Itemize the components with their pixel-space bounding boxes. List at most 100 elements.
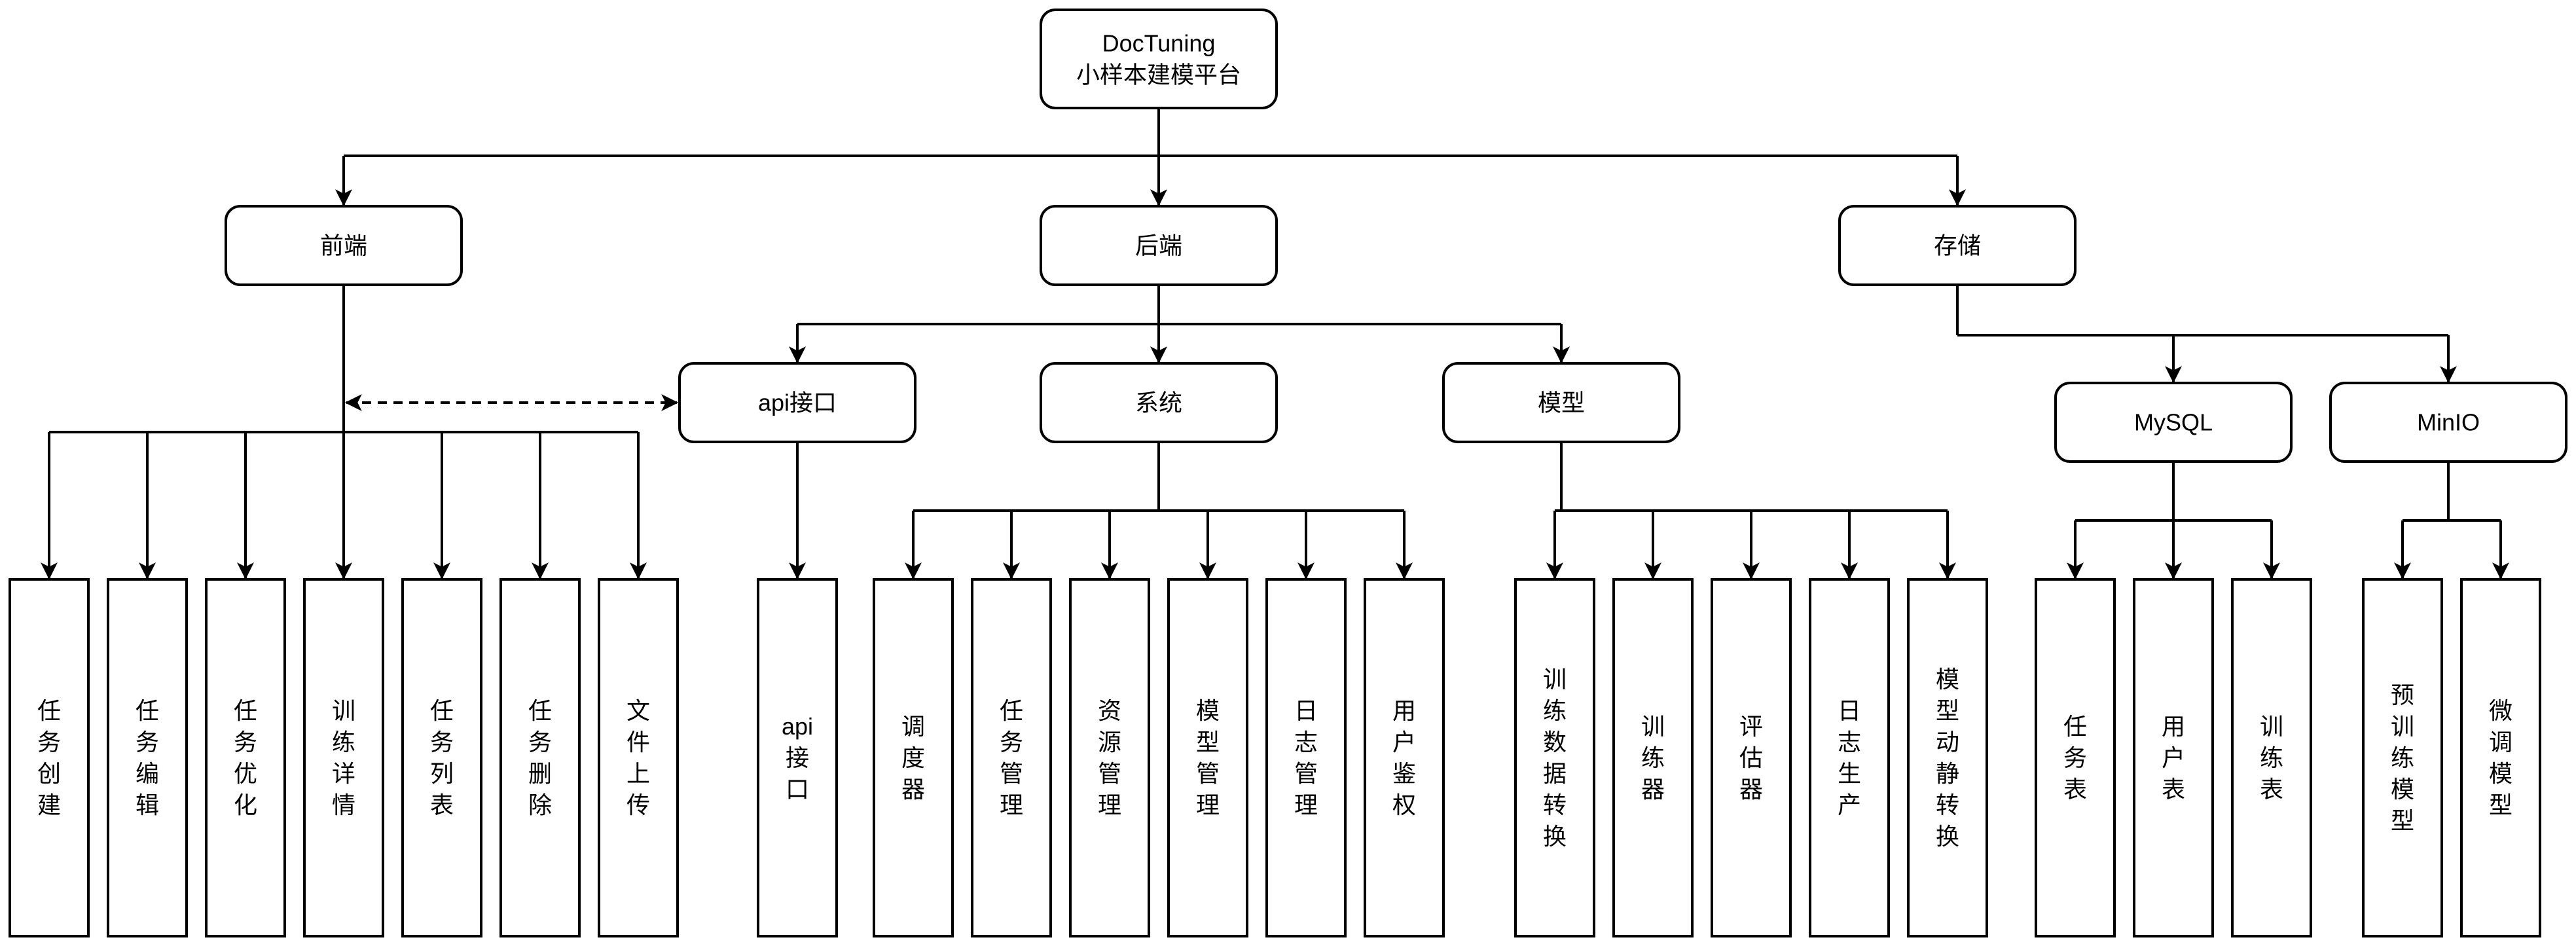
node-box-api-leaf (757, 578, 838, 937)
node-label-sys-auth-3: 权 (1392, 791, 1416, 818)
node-label-m-data-convert-5: 换 (1543, 823, 1567, 850)
node-box-sys-model-mgmt (1167, 578, 1248, 937)
node-label-sys-auth-1: 户 (1392, 729, 1416, 755)
node-label-fe-train-detail-1: 练 (332, 729, 355, 755)
node-label-fe-task-opt-3: 化 (234, 791, 257, 818)
node-m-evaluator: 评估器 (1711, 578, 1792, 937)
node-label-fe-task-list-1: 务 (430, 729, 454, 755)
node-box-m-log-produce (1809, 578, 1890, 937)
node-label-m-data-convert-2: 数 (1543, 729, 1567, 755)
node-label-sys-task-mgmt-2: 管 (1000, 760, 1023, 787)
node-db-user-table: 用户表 (2133, 578, 2214, 937)
node-label-api-leaf-1: 接 (786, 744, 809, 771)
node-label-fe-task-delete-0: 任 (528, 697, 552, 724)
node-storage: 存储 (1838, 205, 2077, 286)
node-box-mysql (2054, 382, 2293, 463)
node-label-frontend-0: 前端 (320, 232, 367, 259)
node-label-sys-scheduler-1: 度 (901, 744, 925, 771)
node-label-fe-task-edit-3: 辑 (136, 791, 159, 818)
node-label-root-1: 小样本建模平台 (1076, 62, 1241, 88)
node-system: 系统 (1040, 362, 1278, 443)
node-label-system-0: 系统 (1135, 390, 1182, 416)
node-label-api-leaf-2: 口 (786, 776, 809, 803)
node-label-db-user-table-1: 户 (2162, 744, 2185, 771)
node-label-db-task-table-2: 表 (2063, 776, 2087, 803)
node-box-fe-task-create (9, 578, 90, 937)
node-box-db-user-table (2133, 578, 2214, 937)
node-label-db-user-table-0: 用 (2162, 713, 2185, 740)
node-label-storage-0: 存储 (1934, 232, 1981, 259)
node-label-m-data-convert-1: 练 (1543, 697, 1567, 724)
node-label-sys-resource-mgmt-1: 源 (1098, 729, 1121, 755)
node-label-fe-train-detail-0: 训 (332, 697, 355, 724)
node-box-fe-task-list (401, 578, 482, 937)
node-box-sys-task-mgmt (971, 578, 1052, 937)
node-label-m-evaluator-2: 器 (1739, 776, 1763, 803)
node-label-fe-file-upload-1: 件 (626, 729, 650, 755)
node-label-backend-0: 后端 (1135, 232, 1182, 259)
node-label-fe-task-list-0: 任 (430, 697, 454, 724)
node-label-m-trainer-2: 器 (1641, 776, 1665, 803)
node-label-m-data-convert-4: 转 (1543, 791, 1567, 818)
node-label-m-log-produce-1: 志 (1838, 729, 1861, 755)
node-api: api接口 (678, 362, 916, 443)
node-label-fe-task-create-2: 创 (37, 760, 61, 787)
node-label-fe-task-opt-2: 优 (234, 760, 257, 787)
node-label-sys-log-mgmt-3: 理 (1294, 791, 1318, 818)
node-label-m-dyn-static-0: 模 (1936, 666, 1959, 693)
node-label-minio-finetuned-1: 调 (2489, 729, 2513, 755)
node-box-storage (1838, 205, 2077, 286)
node-label-fe-task-edit-0: 任 (136, 697, 159, 724)
node-label-m-evaluator-1: 估 (1739, 744, 1763, 771)
node-label-minio-pretrained-3: 模 (2391, 776, 2414, 803)
node-label-m-log-produce-3: 产 (1838, 791, 1861, 818)
node-box-m-data-convert (1514, 578, 1595, 937)
node-label-fe-task-opt-0: 任 (234, 697, 257, 724)
node-label-fe-task-delete-3: 除 (528, 791, 552, 818)
node-label-db-task-table-0: 任 (2063, 713, 2087, 740)
node-box-m-evaluator (1711, 578, 1792, 937)
node-api-leaf: api接口 (757, 578, 838, 937)
node-label-m-log-produce-0: 日 (1838, 697, 1861, 724)
node-label-sys-model-mgmt-0: 模 (1196, 697, 1220, 724)
connectors (41, 108, 2509, 580)
node-label-sys-task-mgmt-3: 理 (1000, 791, 1023, 818)
node-model: 模型 (1442, 362, 1680, 443)
node-db-task-table: 任务表 (2035, 578, 2116, 937)
node-label-sys-log-mgmt-2: 管 (1294, 760, 1318, 787)
node-label-m-data-convert-3: 据 (1543, 760, 1567, 787)
node-box-api (678, 362, 916, 443)
node-sys-scheduler: 调度器 (873, 578, 954, 937)
node-label-sys-resource-mgmt-0: 资 (1098, 697, 1121, 724)
node-label-fe-task-delete-2: 删 (528, 760, 552, 787)
node-mysql: MySQL (2054, 382, 2293, 463)
node-label-fe-task-create-0: 任 (37, 697, 61, 724)
node-label-minio-finetuned-3: 型 (2489, 791, 2513, 818)
node-m-trainer: 训练器 (1612, 578, 1694, 937)
node-frontend: 前端 (225, 205, 463, 286)
node-label-sys-log-mgmt-1: 志 (1294, 729, 1318, 755)
node-label-m-log-produce-2: 生 (1838, 760, 1861, 787)
node-box-sys-auth (1364, 578, 1445, 937)
node-box-model (1442, 362, 1680, 443)
node-box-m-trainer (1612, 578, 1694, 937)
node-label-m-dyn-static-1: 型 (1936, 697, 1959, 724)
node-label-fe-task-create-3: 建 (37, 791, 61, 818)
node-label-m-dyn-static-5: 换 (1936, 823, 1959, 850)
node-label-db-train-table-2: 表 (2260, 776, 2283, 803)
node-label-db-train-table-1: 练 (2260, 744, 2283, 771)
node-box-fe-task-opt (205, 578, 286, 937)
node-label-db-train-table-0: 训 (2260, 713, 2283, 740)
node-label-fe-train-detail-3: 情 (332, 791, 355, 818)
node-box-fe-task-delete (499, 578, 581, 937)
